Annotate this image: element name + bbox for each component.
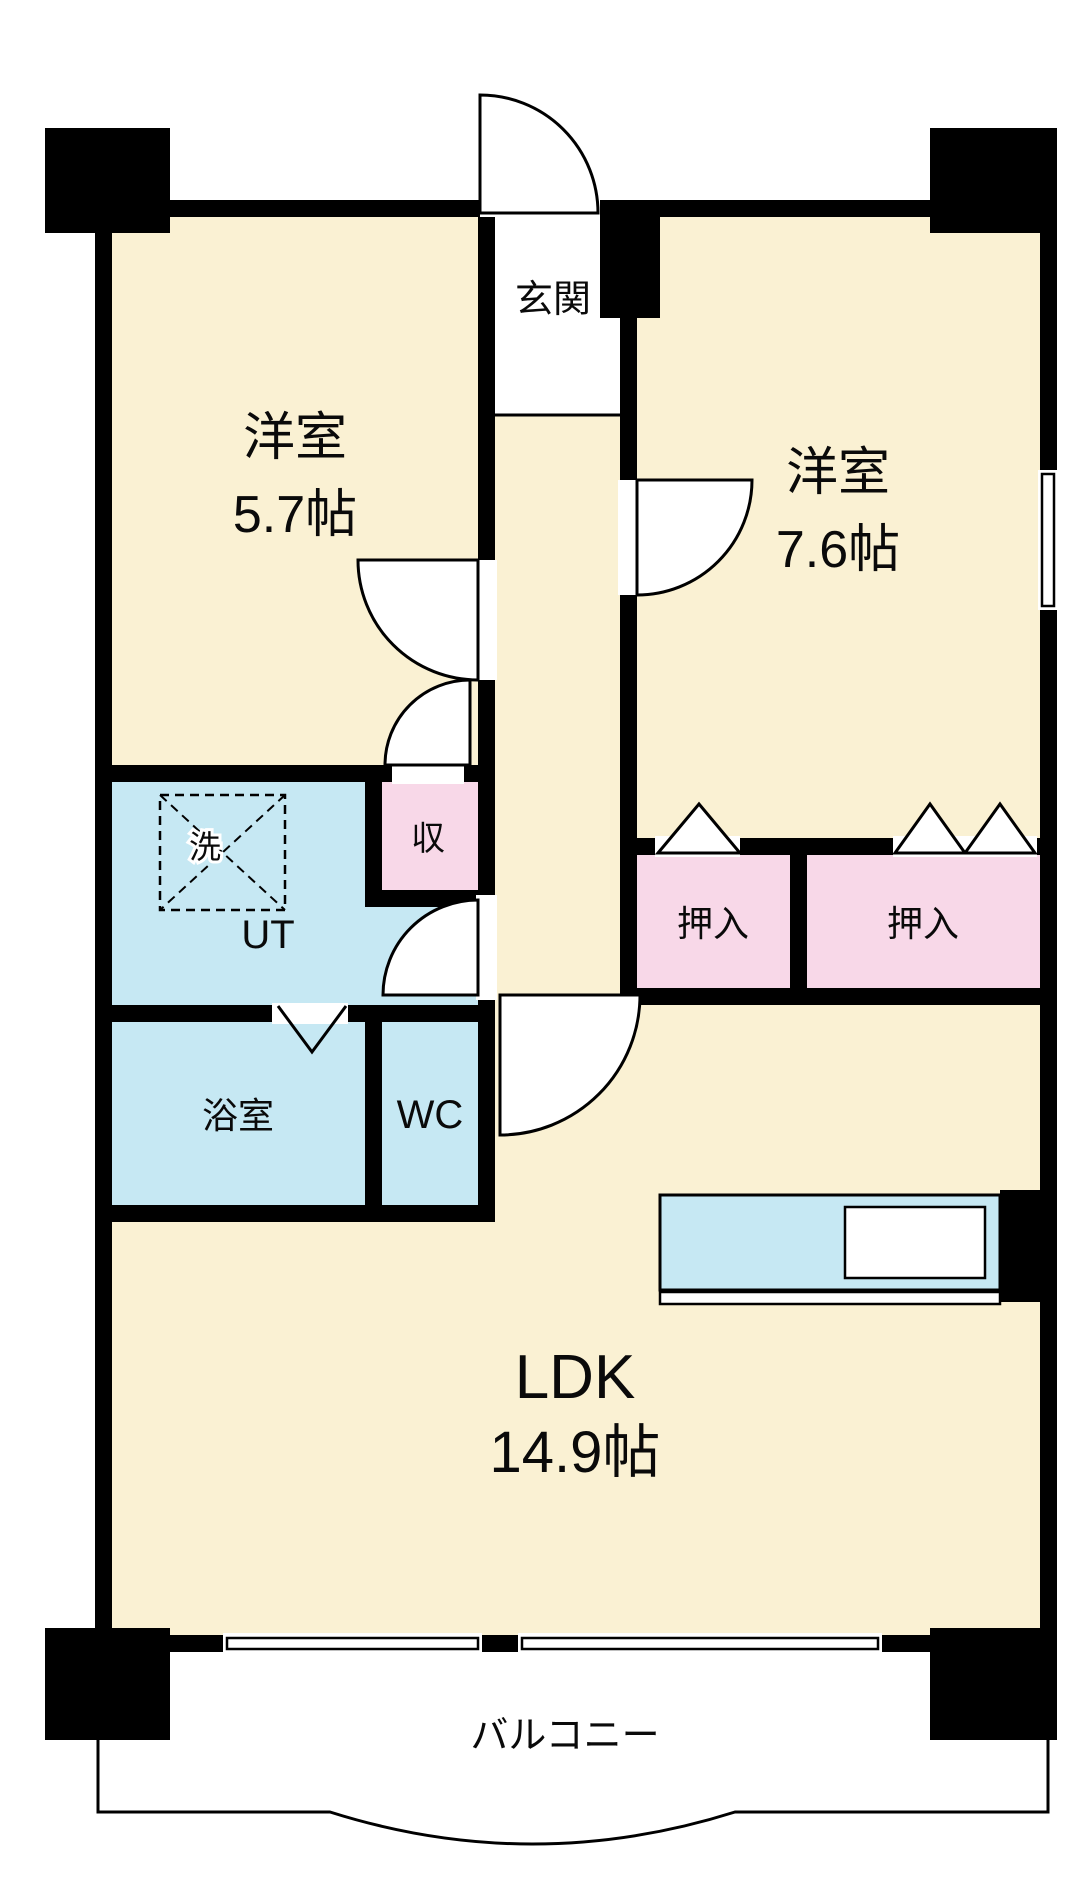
opening-bath-door bbox=[272, 1003, 348, 1024]
entrance-floor bbox=[495, 217, 620, 415]
pillar-bottom-right bbox=[930, 1628, 1057, 1740]
toilet-floor bbox=[382, 1022, 478, 1205]
utility-door-arc bbox=[381, 898, 480, 997]
pillars bbox=[45, 128, 1057, 1740]
washing-machine-icon bbox=[158, 793, 287, 912]
wall-entrance-stub bbox=[600, 217, 660, 318]
closet-right-floor bbox=[807, 855, 1040, 988]
opening-bedroom1-door bbox=[476, 560, 497, 680]
ldk-door-arc bbox=[498, 993, 642, 1137]
bath-label: 浴室 bbox=[202, 1095, 274, 1136]
wall-kitchen-stub bbox=[1000, 1190, 1040, 1302]
wall-closet-bottom bbox=[620, 988, 1057, 1005]
kitchen-counter-edge bbox=[658, 1290, 1002, 1306]
bedroom1-label: 洋室 bbox=[243, 409, 347, 467]
wall-bath-toilet-divider bbox=[365, 1022, 382, 1205]
pillar-top-left bbox=[45, 128, 170, 233]
entrance-door-arc bbox=[478, 93, 600, 215]
bedroom2-door-arc bbox=[635, 478, 754, 597]
window-bedroom2 bbox=[1040, 472, 1056, 608]
entrance-label: 玄関 bbox=[515, 279, 591, 321]
laundry-label: 洗 bbox=[189, 829, 221, 865]
ldk-label: LDK bbox=[515, 1343, 636, 1412]
wall-bath-bottom bbox=[95, 1205, 495, 1222]
closet-right-label: 押入 bbox=[887, 903, 959, 944]
balcony-label: バルコニー bbox=[470, 1715, 659, 1757]
ldk-size: 14.9帖 bbox=[490, 1420, 661, 1485]
window-bottom-right bbox=[520, 1636, 880, 1651]
balcony-outline bbox=[96, 1652, 1050, 1846]
closet-right-fold-door-icon bbox=[892, 801, 968, 855]
wall-corridor-right bbox=[620, 318, 637, 988]
kitchen-sink bbox=[843, 1205, 987, 1280]
opening-bedroom2-door bbox=[618, 480, 639, 595]
window-bottom-left bbox=[225, 1636, 480, 1651]
wall-top-left bbox=[95, 200, 480, 217]
wall-left bbox=[95, 200, 112, 1652]
windows bbox=[223, 470, 1059, 1654]
bath-floor bbox=[112, 1022, 365, 1205]
bedroom1-door-arc bbox=[356, 558, 480, 682]
bedroom2-label: 洋室 bbox=[786, 444, 890, 502]
doors bbox=[276, 93, 1038, 1137]
wall-storage-left bbox=[365, 782, 382, 907]
labels: 洋室 5.7帖 洋室 7.6帖 玄関 洗 UT 収 浴室 WC 押入 押入 LD… bbox=[186, 279, 959, 1757]
floors bbox=[112, 217, 1040, 1635]
pillar-top-right bbox=[930, 128, 1057, 233]
washing-machine-cross bbox=[159, 794, 286, 911]
storage-label: 収 bbox=[411, 820, 445, 858]
storage-floor bbox=[382, 782, 478, 890]
utility-label: UT bbox=[241, 913, 294, 957]
fixtures bbox=[158, 793, 1002, 1306]
wall-corridor-left bbox=[478, 217, 495, 1222]
opening-storage-door bbox=[392, 763, 464, 784]
storage-door-arc bbox=[383, 678, 472, 767]
opening-utility-door bbox=[476, 895, 497, 1000]
closet-left-fold-door-icon bbox=[654, 801, 744, 855]
closet-left-label: 押入 bbox=[677, 903, 749, 944]
wall-right bbox=[1040, 200, 1057, 1652]
bath-folding-door-icon bbox=[276, 1005, 348, 1055]
toilet-label: WC bbox=[397, 1093, 464, 1137]
closet-left-floor bbox=[637, 855, 790, 988]
washing-machine-cross bbox=[159, 794, 286, 911]
closet-right-fold-door-icon bbox=[962, 801, 1038, 855]
wall-closet-divider bbox=[790, 855, 807, 988]
bedroom2-size: 7.6帖 bbox=[776, 521, 900, 579]
bedroom1-size: 5.7帖 bbox=[233, 486, 357, 544]
pillar-bottom-left bbox=[45, 1628, 170, 1740]
